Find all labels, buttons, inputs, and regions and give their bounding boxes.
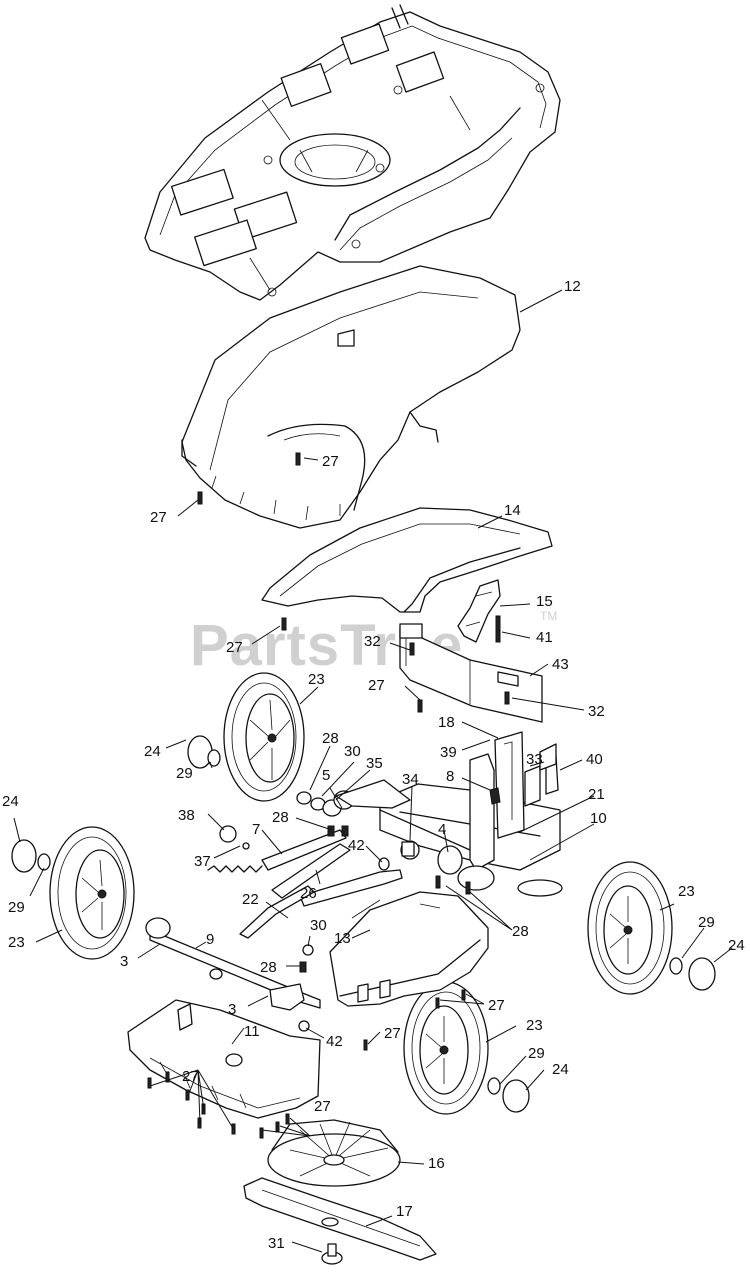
callout-27: 27 bbox=[322, 453, 339, 470]
callout-29: 29 bbox=[528, 1045, 545, 1062]
callout-42: 42 bbox=[348, 837, 365, 854]
callout-27: 27 bbox=[488, 997, 505, 1014]
callout-32: 32 bbox=[364, 633, 381, 650]
callout-23: 23 bbox=[526, 1017, 543, 1034]
callout-27: 27 bbox=[368, 677, 385, 694]
callout-29: 29 bbox=[176, 765, 193, 782]
callout-34: 34 bbox=[402, 771, 419, 788]
callout-5: 5 bbox=[322, 767, 330, 784]
callout-27: 27 bbox=[384, 1025, 401, 1042]
bracket-part-15 bbox=[457, 579, 501, 643]
callout-13: 13 bbox=[334, 930, 351, 947]
hubcap-rear-right bbox=[669, 957, 716, 991]
callout-29: 29 bbox=[698, 914, 715, 931]
callout-29: 29 bbox=[8, 899, 25, 916]
callout-10: 10 bbox=[590, 810, 607, 827]
callout-15: 15 bbox=[536, 593, 553, 610]
fan-part-16 bbox=[267, 1119, 401, 1187]
callout-32: 32 bbox=[588, 703, 605, 720]
callout-4: 4 bbox=[438, 821, 446, 838]
callout-21: 21 bbox=[588, 786, 605, 803]
callout-12: 12 bbox=[564, 278, 581, 295]
wheel-rear-left bbox=[223, 672, 305, 802]
blade-part-17 bbox=[243, 1177, 437, 1261]
callout-11: 11 bbox=[244, 1023, 260, 1040]
mower-housing-chassis bbox=[144, 4, 561, 301]
callout-27: 27 bbox=[314, 1098, 331, 1115]
callout-3: 3 bbox=[228, 1001, 236, 1018]
leader-lines bbox=[13, 289, 733, 1253]
wheel-front-left bbox=[49, 826, 135, 960]
callout-28: 28 bbox=[272, 809, 289, 826]
callout-30: 30 bbox=[310, 917, 327, 934]
screws-upper bbox=[197, 452, 510, 713]
front-cover-part-14 bbox=[261, 507, 553, 613]
callout-14: 14 bbox=[504, 502, 521, 519]
watermark-tm: TM bbox=[540, 609, 557, 623]
callout-42: 42 bbox=[326, 1033, 343, 1050]
callout-9: 9 bbox=[206, 931, 214, 948]
callout-24: 24 bbox=[144, 743, 161, 760]
callout-30: 30 bbox=[344, 743, 361, 760]
deflector-part-13 bbox=[329, 891, 489, 1007]
callout-31: 31 bbox=[268, 1235, 285, 1252]
callout-37: 37 bbox=[194, 853, 211, 870]
callout-23: 23 bbox=[678, 883, 695, 900]
hubcap-rear-left bbox=[187, 735, 221, 769]
callout-8: 8 bbox=[446, 768, 454, 785]
callout-28: 28 bbox=[512, 923, 529, 940]
callout-41: 41 bbox=[536, 629, 553, 646]
callout-3: 3 bbox=[120, 953, 128, 970]
callout-40: 40 bbox=[586, 751, 603, 768]
callout-27: 27 bbox=[182, 1068, 199, 1085]
blade-bolt-part-31 bbox=[321, 1243, 343, 1265]
callout-labels: 12 27 27 14 15 41 27 32 43 23 27 32 24 2… bbox=[2, 278, 745, 1252]
callout-28: 28 bbox=[322, 730, 339, 747]
callout-16: 16 bbox=[428, 1155, 445, 1172]
callout-28: 28 bbox=[260, 959, 277, 976]
wheel-rear-right bbox=[587, 861, 673, 995]
callout-27: 27 bbox=[226, 639, 243, 656]
callout-23: 23 bbox=[8, 934, 25, 951]
callout-27: 27 bbox=[150, 509, 167, 526]
hubcap-front-left bbox=[11, 839, 51, 873]
callout-24: 24 bbox=[2, 793, 19, 810]
callout-18: 18 bbox=[438, 714, 455, 731]
callout-22: 22 bbox=[242, 891, 259, 908]
callout-7: 7 bbox=[252, 821, 260, 838]
hubcap-front-right bbox=[487, 1077, 530, 1113]
callout-39: 39 bbox=[440, 744, 457, 761]
rear-axle-assembly bbox=[379, 731, 563, 897]
callout-24: 24 bbox=[728, 937, 745, 954]
callout-33: 33 bbox=[526, 751, 543, 768]
callout-23: 23 bbox=[308, 671, 325, 688]
height-adjust-linkage bbox=[145, 779, 471, 1032]
callout-35: 35 bbox=[366, 755, 383, 772]
wheel-front-right bbox=[403, 981, 489, 1115]
callout-17: 17 bbox=[396, 1203, 413, 1220]
callout-24: 24 bbox=[552, 1061, 569, 1078]
rear-cover-part-12 bbox=[181, 265, 521, 529]
callout-38: 38 bbox=[178, 807, 195, 824]
base-plate-part-11 bbox=[127, 999, 321, 1119]
callout-43: 43 bbox=[552, 656, 569, 673]
callout-26: 26 bbox=[300, 885, 317, 902]
